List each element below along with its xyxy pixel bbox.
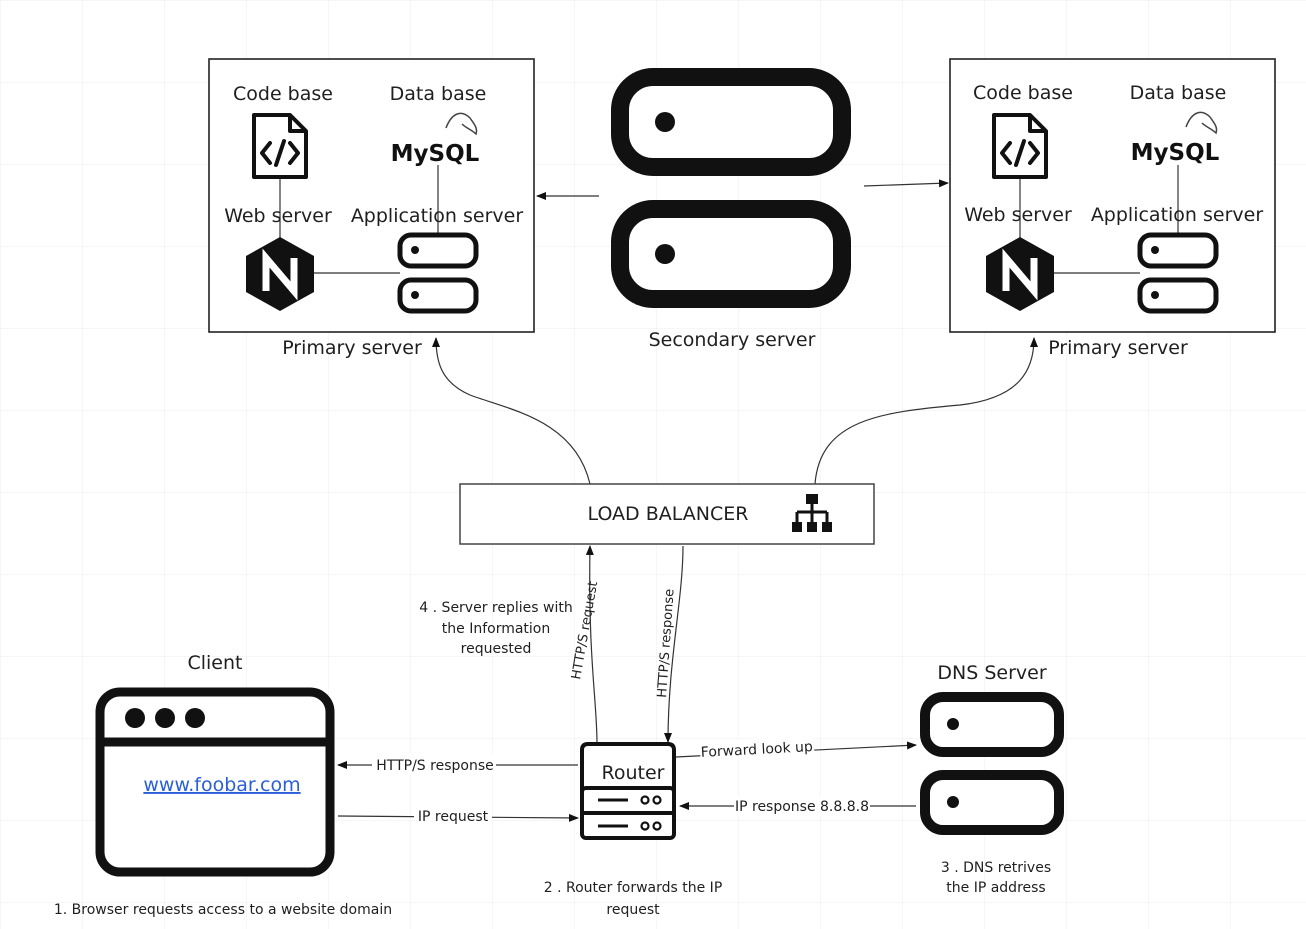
mysql-logo-icon: MySQL bbox=[1131, 111, 1220, 166]
lb-to-right-server-arrow bbox=[814, 337, 1038, 485]
label-backdrop bbox=[734, 796, 870, 816]
nginx-icon bbox=[246, 237, 314, 311]
dns-server-title: DNS Server bbox=[937, 662, 1046, 684]
dns-server[interactable] bbox=[920, 692, 1064, 835]
mysql-logo-text: MySQL bbox=[1131, 140, 1220, 166]
replication-arrow-right bbox=[863, 179, 949, 188]
label-backdrop bbox=[414, 806, 492, 826]
step-1-caption: 1. Browser requests access to a website … bbox=[54, 902, 392, 918]
client-title: Client bbox=[187, 652, 242, 674]
primary-server-right[interactable]: Code base Data base MySQL Web server App… bbox=[949, 58, 1276, 333]
ip-request-label: IP request bbox=[418, 809, 489, 825]
application-server-label: Application server bbox=[1091, 204, 1264, 226]
load-balancer[interactable]: LOAD BALANCER bbox=[459, 483, 875, 545]
step-3-line2: the IP address bbox=[946, 880, 1045, 896]
secondary-server[interactable] bbox=[611, 68, 851, 308]
ip-response-label: IP response 8.8.8.8 bbox=[735, 799, 869, 815]
primary-server-right-caption: Primary server bbox=[1048, 337, 1188, 359]
client-url-link[interactable]: www.foobar.com bbox=[143, 774, 300, 796]
mysql-logo-icon: MySQL bbox=[391, 112, 480, 167]
nginx-icon bbox=[986, 237, 1054, 311]
step-4-line1: 4 . Server replies with bbox=[419, 600, 572, 616]
browser-window-icon[interactable]: www.foobar.com bbox=[95, 687, 335, 877]
code-base-label: Code base bbox=[233, 83, 333, 105]
step-4-line3: requested bbox=[461, 641, 532, 657]
step-2-line2: request bbox=[606, 902, 660, 918]
application-server-label: Application server bbox=[351, 205, 524, 227]
label-backdrop bbox=[372, 754, 496, 774]
code-base-label: Code base bbox=[973, 82, 1073, 104]
router-to-lb-request-arrow bbox=[585, 545, 598, 745]
primary-server-left-caption: Primary server bbox=[282, 337, 422, 359]
forward-lookup-label: Forward look up bbox=[700, 739, 813, 761]
secondary-server-caption: Secondary server bbox=[649, 329, 816, 351]
router-label: Router bbox=[602, 762, 665, 784]
data-base-label: Data base bbox=[390, 83, 487, 105]
mysql-logo-text: MySQL bbox=[391, 141, 480, 167]
http-response-client-label: HTTP/S response bbox=[376, 758, 493, 774]
load-balancer-box bbox=[459, 483, 875, 545]
hierarchy-icon bbox=[792, 494, 832, 532]
server-stack-icon bbox=[920, 692, 1064, 835]
lb-to-router-response-arrow bbox=[664, 545, 684, 743]
code-file-icon bbox=[992, 113, 1048, 179]
step-4-line2: the Information bbox=[442, 621, 550, 637]
web-server-label: Web server bbox=[964, 204, 1072, 226]
step-3-line1: 3 . DNS retrives bbox=[941, 860, 1051, 876]
lb-to-left-server-arrow bbox=[432, 337, 591, 485]
code-file-icon bbox=[252, 113, 308, 179]
primary-server-left[interactable]: Code base Data base MySQL Web server App… bbox=[208, 58, 535, 333]
server-stack-icon bbox=[397, 232, 479, 314]
server-stack-icon bbox=[611, 68, 851, 308]
data-base-label: Data base bbox=[1130, 82, 1227, 104]
step-2-line1: 2 . Router forwards the IP bbox=[544, 880, 723, 896]
router-icon[interactable] bbox=[580, 742, 676, 840]
web-server-label: Web server bbox=[224, 205, 332, 227]
load-balancer-label: LOAD BALANCER bbox=[588, 503, 749, 525]
server-stack-icon bbox=[1137, 232, 1219, 314]
label-backdrop bbox=[699, 735, 815, 761]
